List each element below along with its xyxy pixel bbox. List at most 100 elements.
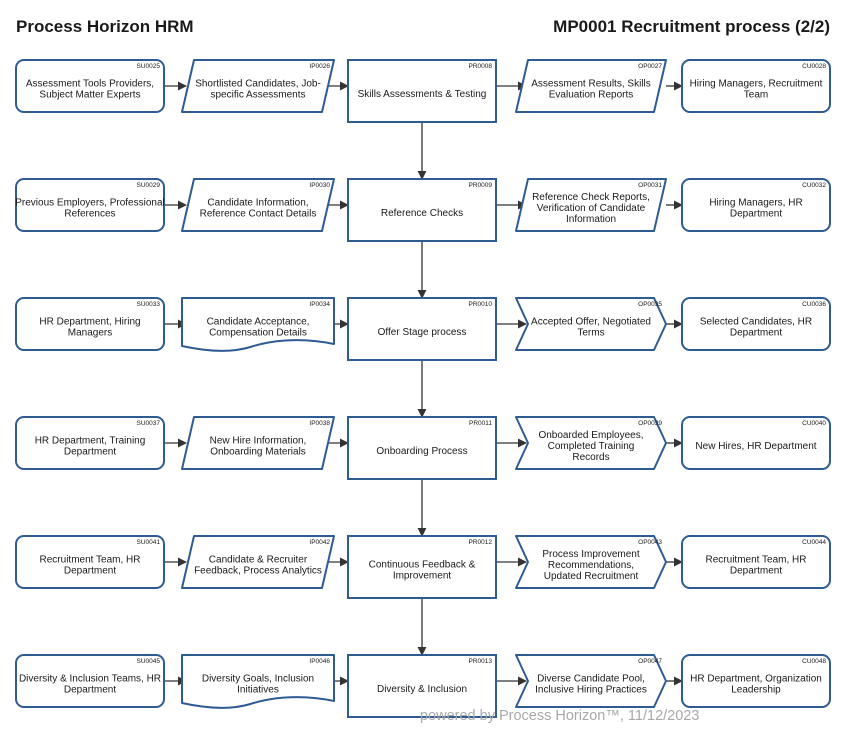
output-code: OP0043 bbox=[638, 539, 662, 546]
customer-code: CU0044 bbox=[802, 539, 826, 546]
customer-shape bbox=[681, 535, 831, 589]
process-code: PR0013 bbox=[469, 658, 493, 665]
process-label-line: Skills Assessments & Testing bbox=[358, 89, 487, 100]
output-shape bbox=[515, 178, 667, 232]
supplier-label-line: Department bbox=[64, 566, 116, 577]
input-label-line: specific Assessments bbox=[210, 90, 305, 101]
supplier-code: SU0033 bbox=[137, 301, 161, 308]
process-code: PR0012 bbox=[469, 539, 493, 546]
process-label-line: Reference Checks bbox=[381, 208, 463, 219]
process-shape bbox=[347, 59, 497, 123]
output-label-line: Recommendations, bbox=[548, 560, 634, 571]
supplier-label-line: Diversity & Inclusion Teams, HR bbox=[19, 674, 161, 685]
customer-label-line: Recruitment Team, HR bbox=[706, 555, 807, 566]
process-label-line: Continuous Feedback & bbox=[369, 560, 476, 571]
input-label-line: Candidate Information, bbox=[207, 198, 308, 209]
input-shape bbox=[181, 178, 335, 232]
output-code: OP0039 bbox=[638, 420, 662, 427]
input-label-line: Reference Contact Details bbox=[200, 209, 317, 220]
output-label-line: Accepted Offer, Negotiated bbox=[531, 317, 651, 328]
input-label-line: Candidate & Recruiter bbox=[209, 555, 308, 566]
input-label-line: Diversity Goals, Inclusion bbox=[202, 674, 314, 685]
input-label-line: Feedback, Process Analytics bbox=[194, 566, 322, 577]
input-label-line: New Hire Information, bbox=[210, 436, 307, 447]
process-title: MP0001 Recruitment process (2/2) bbox=[553, 17, 830, 36]
supplier-code: SU0025 bbox=[137, 63, 161, 70]
supplier-label-line: HR Department, Hiring bbox=[39, 317, 140, 328]
process-shape bbox=[347, 297, 497, 361]
input-label-line: Compensation Details bbox=[209, 328, 307, 339]
supplier-shape bbox=[15, 535, 165, 589]
customer-shape bbox=[681, 654, 831, 708]
output-shape bbox=[515, 654, 667, 708]
customer-code: CU0028 bbox=[802, 63, 826, 70]
supplier-code: SU0029 bbox=[137, 182, 161, 189]
supplier-label-line: Assessment Tools Providers, bbox=[26, 79, 154, 90]
customer-code: CU0032 bbox=[802, 182, 826, 189]
customer-label-line: Department bbox=[730, 328, 782, 339]
input-label-line: Onboarding Materials bbox=[210, 447, 306, 458]
process-label-line: Diversity & Inclusion bbox=[377, 684, 467, 695]
footer-credit: powered by Process Horizon™, 11/12/2023 bbox=[420, 708, 700, 724]
output-label-line: Process Improvement bbox=[542, 549, 639, 560]
supplier-label-line: Department bbox=[64, 447, 116, 458]
customer-shape bbox=[681, 416, 831, 470]
process-code: PR0008 bbox=[469, 63, 493, 70]
input-label-line: Shortlisted Candidates, Job- bbox=[195, 79, 321, 90]
supplier-label-line: HR Department, Training bbox=[35, 436, 146, 447]
output-code: OP0047 bbox=[638, 658, 662, 665]
supplier-label-line: References bbox=[64, 209, 115, 220]
input-shape bbox=[181, 59, 335, 113]
output-label-line: Assessment Results, Skills bbox=[531, 79, 650, 90]
output-label-line: Onboarded Employees, bbox=[538, 430, 643, 441]
process-code: PR0011 bbox=[469, 420, 492, 427]
customer-label-line: Hiring Managers, HR bbox=[709, 198, 802, 209]
customer-code: CU0040 bbox=[802, 420, 826, 427]
supplier-code: SU0041 bbox=[137, 539, 161, 546]
output-shape bbox=[515, 297, 667, 351]
supplier-label-line: Previous Employers, Professional bbox=[15, 198, 165, 209]
input-shape bbox=[181, 654, 335, 709]
output-label-line: Evaluation Reports bbox=[549, 90, 634, 101]
customer-code: CU0036 bbox=[802, 301, 826, 308]
input-label-line: Initiatives bbox=[237, 685, 279, 696]
output-label-line: Verification of Candidate bbox=[537, 203, 646, 214]
output-label-line: Inclusive Hiring Practices bbox=[535, 685, 647, 696]
output-code: OP0035 bbox=[638, 301, 662, 308]
output-label-line: Terms bbox=[577, 328, 604, 339]
process-shape bbox=[347, 178, 497, 242]
customer-label-line: Leadership bbox=[731, 685, 781, 696]
output-label-line: Completed Training bbox=[548, 441, 635, 452]
customer-label-line: Team bbox=[744, 90, 768, 101]
process-label-line: Offer Stage process bbox=[378, 327, 467, 338]
process-label-line: Improvement bbox=[393, 571, 452, 582]
output-label-line: Updated Recruitment bbox=[544, 571, 639, 582]
output-shape bbox=[515, 59, 667, 113]
supplier-label-line: Department bbox=[64, 685, 116, 696]
customer-label-line: Department bbox=[730, 566, 782, 577]
process-code: PR0010 bbox=[469, 301, 493, 308]
input-shape bbox=[181, 416, 335, 470]
supplier-shape bbox=[15, 416, 165, 470]
supplier-code: SU0045 bbox=[137, 658, 161, 665]
